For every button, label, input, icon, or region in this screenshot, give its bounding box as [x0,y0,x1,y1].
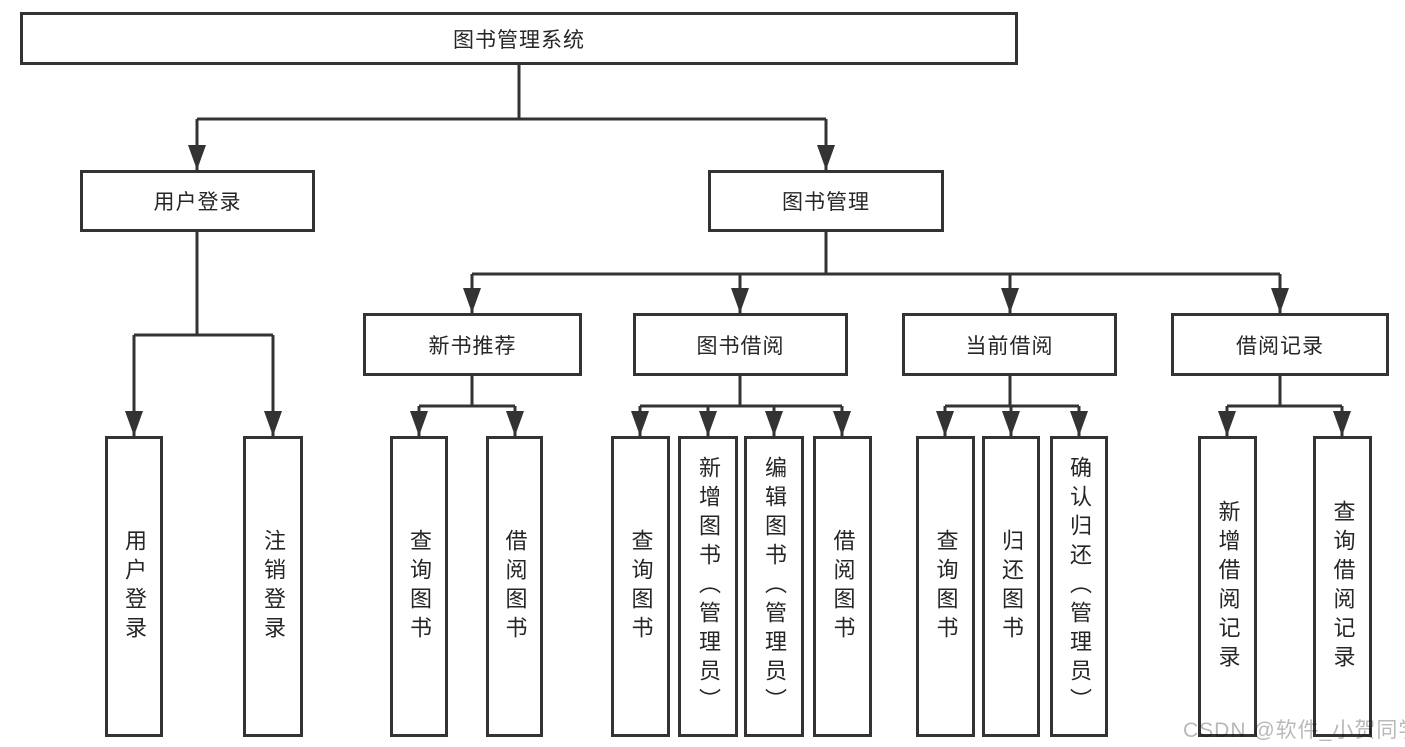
node-book-management: 图书管理 [708,170,944,232]
leaf-query-books-under-current: 查询图书 [916,436,975,737]
leaf-confirm-return-admin: 确认归还（管理员） [1050,436,1108,737]
csdn-watermark: CSDN @软件_小贺同学 [1183,719,1405,742]
leaf-query-borrow-record: 查询借阅记录 [1313,436,1372,737]
leaf-add-books-admin: 新增图书（管理员） [678,436,738,737]
leaf-borrow-books-label: 借阅图书 [502,528,528,645]
leaf-query-books-label: 查询图书 [407,528,432,645]
node-root-library-management-system: 图书管理系统 [20,12,1018,65]
leaf-edit-books-admin-label: 编辑图书（管理员） [762,456,787,717]
node-book-borrowing: 图书借阅 [633,313,848,376]
connector-paths [132,65,1344,436]
leaf-logout-label: 注销登录 [261,528,286,645]
leaf-user-login: 用户登录 [105,436,163,737]
leaf-add-books-admin-label: 新增图书（管理员） [696,456,721,717]
arrowheads [125,145,1351,436]
leaf-logout: 注销登录 [243,436,303,737]
node-new-book-recommendation: 新书推荐 [363,313,582,376]
leaf-borrow-books-under-borrowing: 借阅图书 [813,436,872,737]
leaf-return-books: 归还图书 [982,436,1040,737]
leaf-return-books-label: 归还图书 [999,528,1024,645]
leaf-edit-books-admin: 编辑图书（管理员） [744,436,804,737]
node-user-login: 用户登录 [80,170,315,232]
leaf-query-books-label: 查询图书 [628,528,654,645]
leaf-user-login-label: 用户登录 [122,528,147,645]
leaf-borrow-books-label: 借阅图书 [830,528,856,645]
node-borrowing-records: 借阅记录 [1171,313,1389,376]
leaf-query-borrow-record-label: 查询借阅记录 [1330,499,1356,674]
leaf-borrow-books-under-recommendation: 借阅图书 [486,436,543,737]
leaf-add-borrow-record: 新增借阅记录 [1198,436,1257,737]
node-current-borrowing: 当前借阅 [902,313,1117,376]
leaf-query-books-label: 查询图书 [933,528,959,645]
leaf-query-books-under-borrowing: 查询图书 [611,436,670,737]
leaf-confirm-return-admin-label: 确认归还（管理员） [1067,456,1092,717]
leaf-add-borrow-record-label: 新增借阅记录 [1215,499,1241,674]
leaf-query-books-under-recommendation: 查询图书 [390,436,448,737]
